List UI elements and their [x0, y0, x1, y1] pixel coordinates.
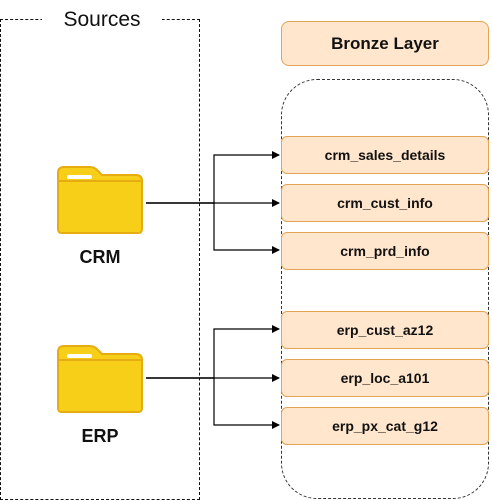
table-crm-sales-details: crm_sales_details: [281, 136, 489, 174]
crm-source-label: CRM: [79, 247, 121, 267]
table-crm-cust-info: crm_cust_info: [281, 184, 489, 222]
bronze-layer-title: Bronze Layer: [281, 21, 489, 66]
bronze-layer-container: [281, 79, 489, 499]
table-erp-loc-a101: erp_loc_a101: [281, 359, 489, 397]
crm-folder-icon: [57, 166, 143, 234]
erp-folder-icon: [57, 345, 143, 413]
erp-source-label: ERP: [81, 426, 119, 446]
table-erp-px-cat-g12: erp_px_cat_g12: [281, 407, 489, 445]
table-crm-prd-info: crm_prd_info: [281, 232, 489, 270]
sources-title: Sources: [42, 6, 162, 34]
table-erp-cust-az12: erp_cust_az12: [281, 311, 489, 349]
